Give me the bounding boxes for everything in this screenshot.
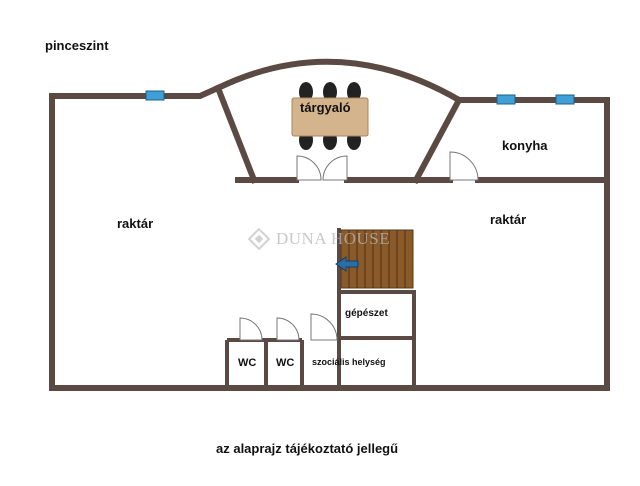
mechanical-room-wall [339,290,416,386]
window-icon [496,94,516,105]
door-swing-icon [239,317,263,341]
bay-right-wall [411,95,464,185]
door-swing-icon [322,155,348,181]
room-label-mechanical: gépészet [345,308,388,319]
room-label-meeting-room: tárgyaló [300,100,351,115]
watermark: DUNA HOUSE [248,228,390,250]
floor-level-label: pinceszint [45,38,109,53]
doors [239,151,479,341]
door-swing-icon [310,313,338,341]
room-label-wc-2: WC [276,357,295,369]
room-label-kitchen: konyha [502,138,548,153]
arrow-left-icon [335,256,359,272]
door-swing-icon [276,317,300,341]
table-icon [291,82,369,150]
bay-arch-wall [213,58,464,105]
door-swing-icon [449,151,479,181]
bay-left-wall [214,84,258,184]
staircase-icon [335,229,414,289]
windows [145,90,575,105]
room-label-storage-right: raktár [490,212,527,227]
room-label-wc-1: WC [238,357,257,369]
door-swing-icon [296,155,322,181]
outer-wall-top-left [49,84,222,99]
room-label-social-room: szociális helység [312,357,386,367]
watermark-text: DUNA HOUSE [276,229,391,248]
disclaimer-note: az alaprajz tájékoztató jellegű [216,441,399,456]
room-label-storage-left: raktár [117,216,154,231]
window-icon [555,94,575,105]
duna-house-logo-icon [248,228,270,250]
window-icon [145,90,165,101]
